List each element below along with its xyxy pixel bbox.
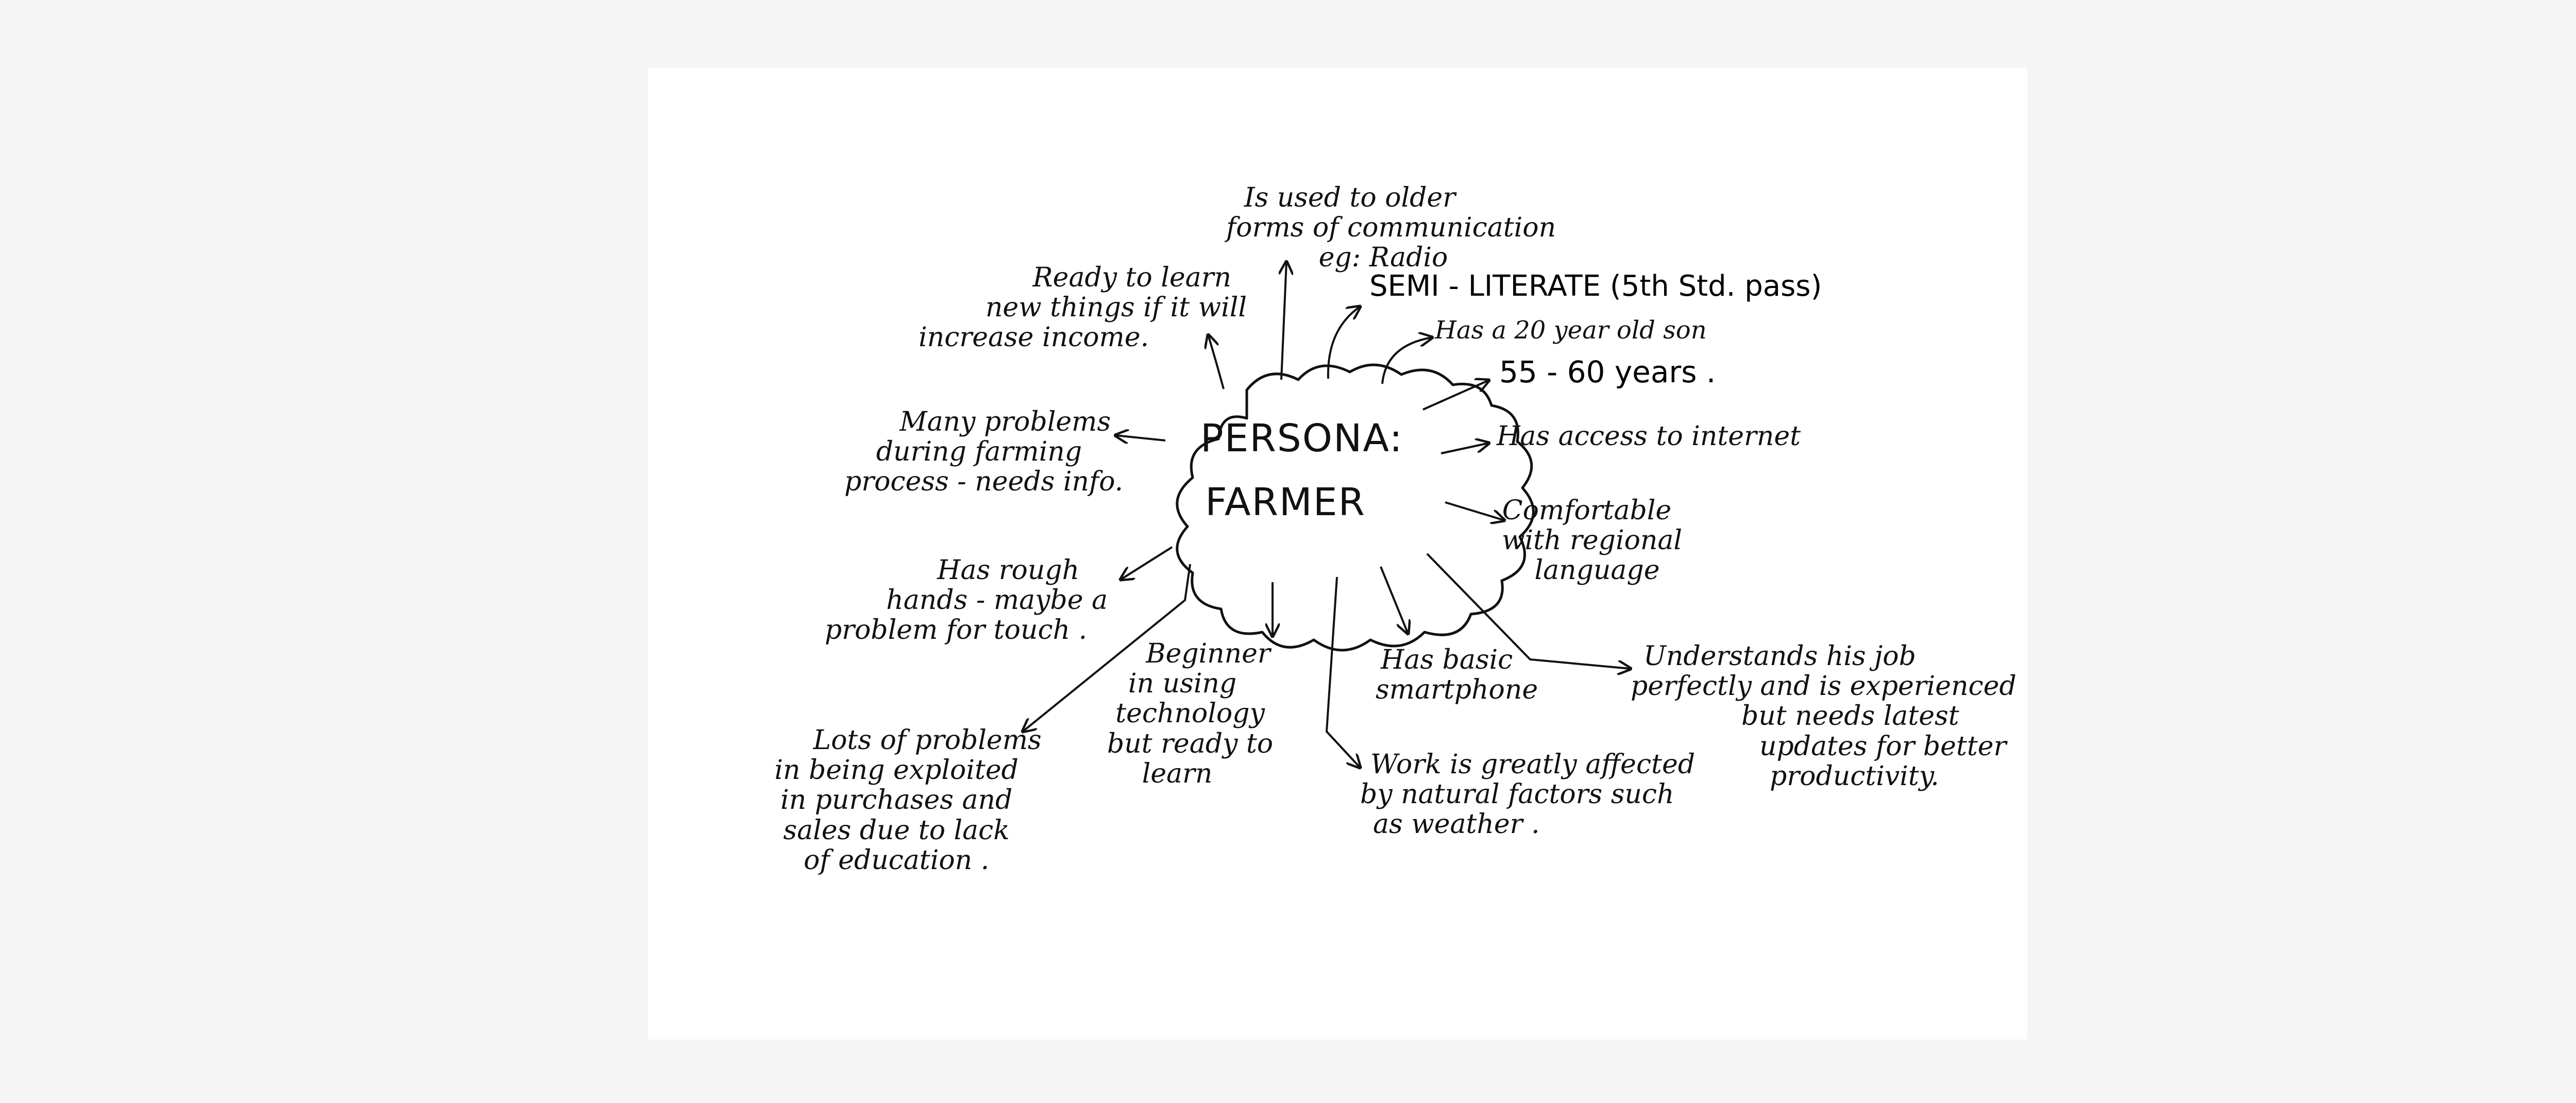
note-line: with regional [1501,525,1683,556]
persona-cloud [1176,363,1535,652]
connector-son [1381,337,1432,384]
note-semi-literate: SEMI - LITERATE (5th Std. pass) [1369,269,1822,303]
note-older-forms: Is used to older forms of communication … [1206,183,1577,273]
connector-many-problems [1115,435,1166,440]
connector-semi-literate [1327,307,1360,379]
note-age: 55 - 60 years . [1499,354,1716,389]
note-smartphone: Has basic smartphone [1376,645,1592,705]
note-line: Has rough [937,555,1079,586]
connector-weather [1325,576,1360,768]
note-line: but needs latest [1741,701,1959,732]
connector-job [1426,553,1631,669]
note-line: during farming [876,436,1082,468]
note-many-problems: Many problems during farming process - n… [804,407,1123,497]
note-line: Has basic [1381,644,1513,675]
note-line: in using [1128,668,1237,700]
note-line: new things if it will [985,292,1247,324]
note-line: Work is greatly affected [1370,749,1696,780]
note-line: eg: Radio [1318,242,1448,274]
persona-title: PERSONA: [1200,416,1403,461]
note-line: in purchases and [780,785,1013,816]
note-job: Understands his job perfectly and is exp… [1631,641,2016,792]
note-line: Comfortable [1502,495,1672,526]
connector-smartphone [1380,566,1408,634]
connector-rough-hands [1121,546,1173,580]
note-line: smartphone [1376,674,1538,706]
note-line: Is used to older [1244,182,1456,213]
note-line: problem for touch . [824,615,1087,646]
note-line: by natural factors such [1360,779,1674,810]
note-line: as weather . [1373,809,1540,840]
note-son: Has a 20 year old son [1435,316,1707,345]
note-line: but ready to [1107,728,1274,759]
note-line: learn [1142,758,1213,789]
note-rough-hands: Has rough hands - maybe a problem for to… [799,555,1108,646]
connector-exploited [1023,564,1191,732]
persona-subtitle: FARMER [1205,480,1366,524]
note-line: Ready to learn [1032,262,1231,293]
note-line: sales due to lack [783,814,1010,846]
note-line: hands - maybe a [886,585,1108,616]
note-exploited: Lots of problems in being exploited in p… [742,725,1051,875]
note-line: Understands his job [1643,641,1916,672]
note-line: Lots of problems [813,725,1042,756]
note-line: of education . [803,844,990,876]
note-line: updates for better [1759,731,2007,762]
note-line: perfectly and is experienced [1631,671,2016,702]
connector-age [1422,380,1489,411]
note-beginner: Beginner in using technology but ready t… [1072,639,1309,789]
note-weather: Work is greatly affected by natural fact… [1360,750,1731,840]
connector-regional [1445,501,1504,520]
note-line: Many problems [900,406,1111,437]
note-line: technology [1115,698,1265,729]
connector-ready-to-learn [1208,335,1225,389]
note-line: process - needs info. [844,466,1123,498]
note-ready-to-learn: Ready to learn new things if it will inc… [866,263,1247,353]
paper-sheet [648,68,2027,1040]
note-line: forms of communication [1226,212,1556,244]
connector-older-forms [1281,262,1286,380]
note-internet: Has access to internet [1497,421,1801,452]
connector-internet [1440,443,1489,454]
note-regional-language: Comfortable with regional language [1484,496,1710,586]
note-line: productivity. [1770,760,1939,792]
note-line: in being exploited [774,755,1019,786]
note-line: increase income. [918,322,1149,353]
note-line: language [1534,555,1660,586]
note-line: Beginner [1146,638,1270,669]
